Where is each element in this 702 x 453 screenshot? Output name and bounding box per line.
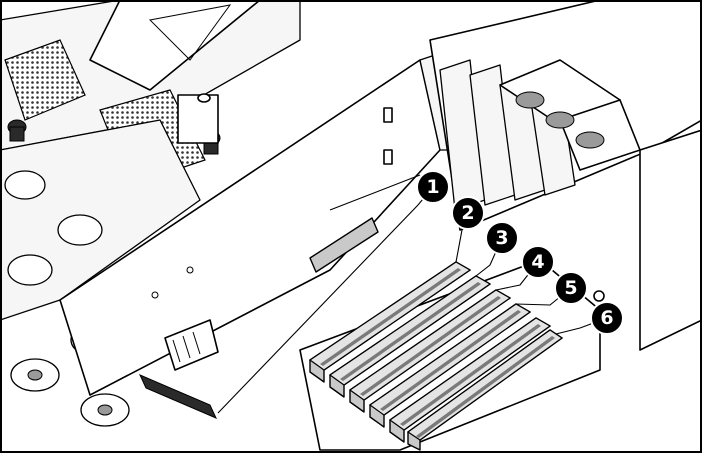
thumbscrew-left [8,120,26,141]
callout-4: 4 [522,246,554,278]
callout-3-number: 3 [495,227,508,249]
callout-5-number: 5 [564,277,577,299]
callout-1: 1 [417,171,449,203]
callout-2: 2 [452,197,484,229]
callout-5: 5 [555,272,587,304]
callout-4-number: 4 [531,251,544,273]
callout-6: 6 [591,302,623,334]
callout-1-number: 1 [426,176,439,198]
callout-3: 3 [486,222,518,254]
callout-2-number: 2 [461,202,474,224]
callout-6-number: 6 [600,307,613,329]
